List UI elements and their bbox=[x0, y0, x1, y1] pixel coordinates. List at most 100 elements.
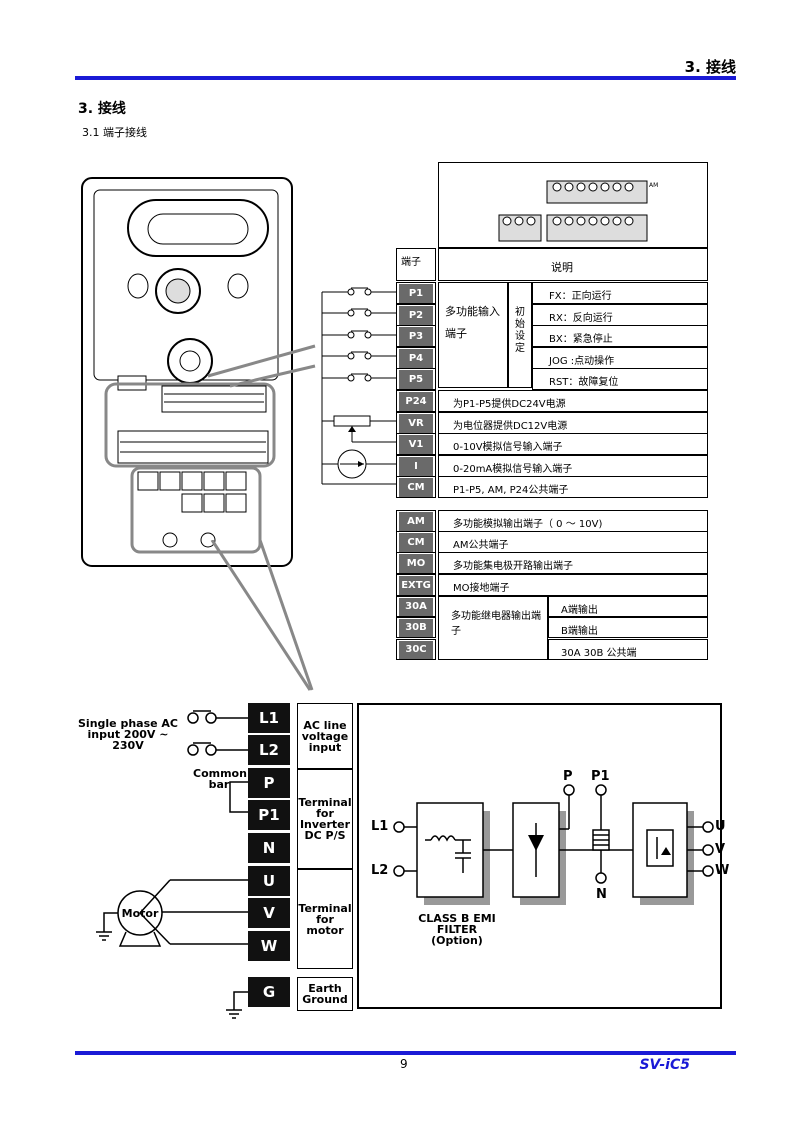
control-terminal-cell: P1 bbox=[396, 282, 436, 304]
terminal-strip-box: AM bbox=[438, 162, 708, 248]
output-function-text: AM公共端子 bbox=[453, 540, 509, 551]
output-terminal-label: AM bbox=[399, 512, 433, 531]
control-terminal-cell: V1 bbox=[396, 433, 436, 455]
control-terminal-label: V1 bbox=[399, 435, 433, 454]
output-terminal-label: EXTG bbox=[399, 576, 433, 595]
block-label-p1: P1 bbox=[591, 769, 610, 784]
block-output-u: U bbox=[715, 819, 726, 834]
output-function-text: 多功能模拟输出端子（ 0 ～ 10V) bbox=[453, 519, 603, 530]
relay-function-text: B端输出 bbox=[561, 626, 598, 637]
relay-function-row: 30A 30B 公共端 bbox=[548, 639, 708, 660]
relay-terminal-label: 30C bbox=[399, 641, 433, 659]
control-terminal-label: P24 bbox=[399, 392, 433, 411]
footer-brand: SV-iC5 bbox=[639, 1057, 690, 1073]
output-function-row: 多功能集电极开路输出端子 bbox=[438, 552, 708, 574]
initial-setting-cell: 初始设定 bbox=[508, 282, 532, 388]
header-rule bbox=[75, 76, 736, 80]
control-function-row: 为电位器提供DC12V电源 bbox=[438, 412, 708, 434]
control-terminal-label: VR bbox=[399, 414, 433, 433]
inverter-front-drawing bbox=[81, 177, 316, 567]
control-terminal-label: P2 bbox=[399, 306, 433, 325]
block-output-w: W bbox=[715, 863, 730, 878]
block-diagram: L1 L2 P P1 N U V W CLASS B EMI FILTER (O… bbox=[357, 703, 729, 1009]
control-terminal-label: P3 bbox=[399, 327, 433, 346]
emi-filter-label: CLASS B EMI FILTER (Option) bbox=[418, 912, 496, 947]
control-function-text: 为P1-P5提供DC24V电源 bbox=[453, 399, 566, 410]
block-input-l1: L1 bbox=[371, 819, 389, 834]
control-function-row: RX：反向运行 bbox=[532, 304, 708, 326]
power-terminal-n: N bbox=[248, 833, 290, 863]
group-motor: Terminal for motor bbox=[297, 869, 353, 969]
guide-lines bbox=[210, 540, 314, 691]
control-function-row: FX：正向运行 bbox=[532, 282, 708, 304]
page-number: 9 bbox=[400, 1057, 408, 1071]
control-function-text: RX：反向运行 bbox=[549, 313, 613, 324]
header-section: 3. 接线 bbox=[684, 58, 736, 76]
control-terminal-cell: P4 bbox=[396, 347, 436, 369]
multi-input-cell: 多功能输入端子 bbox=[438, 282, 508, 388]
relay-terminal-cell: 30C bbox=[396, 639, 436, 660]
control-terminal-label: P4 bbox=[399, 349, 433, 368]
output-terminal-label: CM bbox=[399, 533, 433, 552]
power-terminal-p: P bbox=[248, 768, 290, 798]
control-function-row: RST：故障复位 bbox=[532, 368, 708, 390]
ac-input-label: Single phase AC input 200V ~ 230V bbox=[78, 717, 179, 752]
motor-label: Motor bbox=[121, 907, 159, 920]
group-earth: Earth Ground bbox=[297, 977, 353, 1011]
group-dc-ps: Terminal for Inverter DC P/S bbox=[297, 769, 353, 869]
control-function-text: JOG :点动操作 bbox=[549, 356, 615, 367]
output-terminal-cell: EXTG bbox=[396, 574, 436, 596]
control-terminal-label: I bbox=[399, 457, 433, 476]
power-terminal-g: G bbox=[248, 977, 290, 1007]
output-function-text: 多功能集电极开路输出端子 bbox=[453, 561, 573, 572]
control-terminal-cell: P3 bbox=[396, 325, 436, 347]
output-terminal-cell: AM bbox=[396, 510, 436, 532]
control-function-row: P1-P5, AM, P24公共端子 bbox=[438, 476, 708, 498]
output-terminal-cell: MO bbox=[396, 552, 436, 574]
control-function-row: 0-20mA模拟信号输入端子 bbox=[438, 455, 708, 477]
power-terminal-l1: L1 bbox=[248, 703, 290, 733]
subsection-title: 3.1 端子接线 bbox=[82, 126, 147, 139]
control-terminal-cell: I bbox=[396, 455, 436, 477]
control-function-text: P1-P5, AM, P24公共端子 bbox=[453, 485, 569, 496]
control-function-row: JOG :点动操作 bbox=[532, 347, 708, 369]
control-terminal-cell: CM bbox=[396, 476, 436, 498]
control-terminal-cell: VR bbox=[396, 412, 436, 434]
control-terminal-label: P1 bbox=[399, 284, 433, 303]
control-function-text: RST：故障复位 bbox=[549, 377, 619, 388]
relay-terminal-label: 30B bbox=[399, 619, 433, 637]
power-terminal-w: W bbox=[248, 931, 290, 961]
output-terminal-cell: CM bbox=[396, 531, 436, 553]
control-function-row: BX：紧急停止 bbox=[532, 325, 708, 347]
output-terminal-label: MO bbox=[399, 554, 433, 573]
output-function-text: MO接地端子 bbox=[453, 583, 510, 594]
control-terminal-cell: P24 bbox=[396, 390, 436, 412]
relay-function-text: A端输出 bbox=[561, 605, 598, 616]
group-ac-line: AC line voltage input bbox=[297, 703, 353, 769]
relay-function-text: 30A 30B 公共端 bbox=[561, 648, 637, 659]
col-desc-header: 说明 bbox=[438, 248, 708, 281]
output-function-row: MO接地端子 bbox=[438, 574, 708, 596]
power-terminal-v: V bbox=[248, 898, 290, 928]
block-input-l2: L2 bbox=[371, 863, 389, 878]
output-function-row: AM公共端子 bbox=[438, 531, 708, 553]
relay-function-row: A端输出 bbox=[548, 596, 708, 617]
block-output-v: V bbox=[715, 842, 726, 857]
control-function-row: 为P1-P5提供DC24V电源 bbox=[438, 390, 708, 412]
control-function-text: 为电位器提供DC12V电源 bbox=[453, 421, 568, 432]
block-label-n: N bbox=[596, 887, 607, 902]
control-function-text: 0-20mA模拟信号输入端子 bbox=[453, 464, 573, 475]
control-function-text: 0-10V模拟信号输入端子 bbox=[453, 442, 563, 453]
control-wiring bbox=[321, 287, 396, 485]
control-terminal-cell: P5 bbox=[396, 368, 436, 390]
power-terminal-p1: P1 bbox=[248, 800, 290, 830]
control-terminal-cell: P2 bbox=[396, 304, 436, 326]
control-terminal-label: CM bbox=[399, 478, 433, 497]
footer-rule bbox=[75, 1051, 736, 1055]
power-wiring bbox=[96, 710, 248, 1019]
block-diagram-drawing bbox=[393, 784, 714, 905]
control-function-text: FX：正向运行 bbox=[549, 291, 612, 302]
power-terminal-l2: L2 bbox=[248, 735, 290, 765]
relay-function-row: B端输出 bbox=[548, 617, 708, 638]
terminal-strip-drawing bbox=[498, 180, 648, 242]
